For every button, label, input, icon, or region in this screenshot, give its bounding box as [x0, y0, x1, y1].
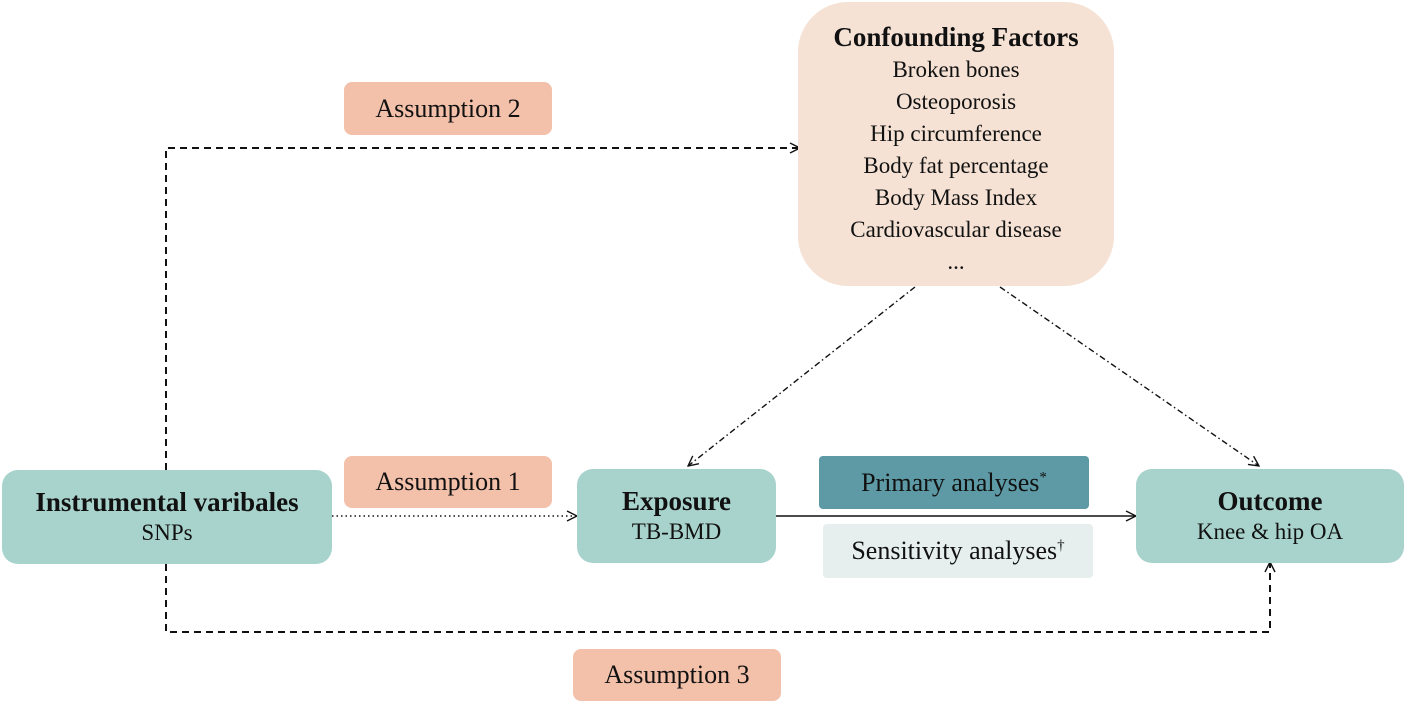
- outcome-subtitle: Knee & hip OA: [1196, 519, 1344, 544]
- primary-analyses-mark: *: [1039, 468, 1047, 485]
- assumption-2-text: Assumption 2: [375, 93, 521, 123]
- sensitivity-analyses-label: Sensitivity analyses†: [823, 524, 1093, 578]
- confounder-item: Body fat percentage: [863, 153, 1049, 178]
- exposure-title: Exposure: [621, 486, 732, 516]
- exposure-subtitle: TB-BMD: [631, 519, 722, 544]
- assumption-1-text: Assumption 1: [375, 467, 521, 496]
- confounder-to-exposure-arrow: [688, 286, 916, 466]
- primary-analyses-label: Primary analyses*: [819, 456, 1089, 509]
- confounder-item: Cardiovascular disease: [850, 217, 1062, 242]
- confounder-item: ...: [947, 249, 965, 274]
- assumption-3-path: [165, 562, 1270, 633]
- instrument-node: Instrumental varibales SNPs: [2, 470, 332, 564]
- primary-analyses-text: Primary analyses: [861, 467, 1040, 497]
- outcome-node: Outcome Knee & hip OA: [1136, 469, 1404, 563]
- assumption-3-label: Assumption 3: [573, 649, 781, 701]
- sensitivity-analyses-mark: †: [1057, 537, 1065, 554]
- instrument-subtitle: SNPs: [141, 520, 193, 545]
- confounder-item: Hip circumference: [870, 121, 1042, 146]
- assumption-2-label: Assumption 2: [344, 82, 552, 135]
- confounders-box: Confounding Factors Broken bones Osteopo…: [798, 2, 1114, 286]
- assumption-2-path: [165, 148, 800, 470]
- confounder-item: Broken bones: [892, 57, 1020, 82]
- confounders-title: Confounding Factors: [833, 22, 1079, 52]
- assumption-3-text: Assumption 3: [604, 660, 750, 689]
- confounder-item: Body Mass Index: [874, 185, 1038, 210]
- instrument-title: Instrumental varibales: [35, 487, 299, 517]
- assumption-1-label: Assumption 1: [344, 456, 552, 508]
- outcome-title: Outcome: [1217, 486, 1323, 516]
- confounder-item: Osteoporosis: [895, 89, 1017, 114]
- sensitivity-analyses-text: Sensitivity analyses: [851, 536, 1058, 565]
- exposure-node: Exposure TB-BMD: [577, 469, 776, 563]
- confounder-to-outcome-arrow: [999, 286, 1259, 466]
